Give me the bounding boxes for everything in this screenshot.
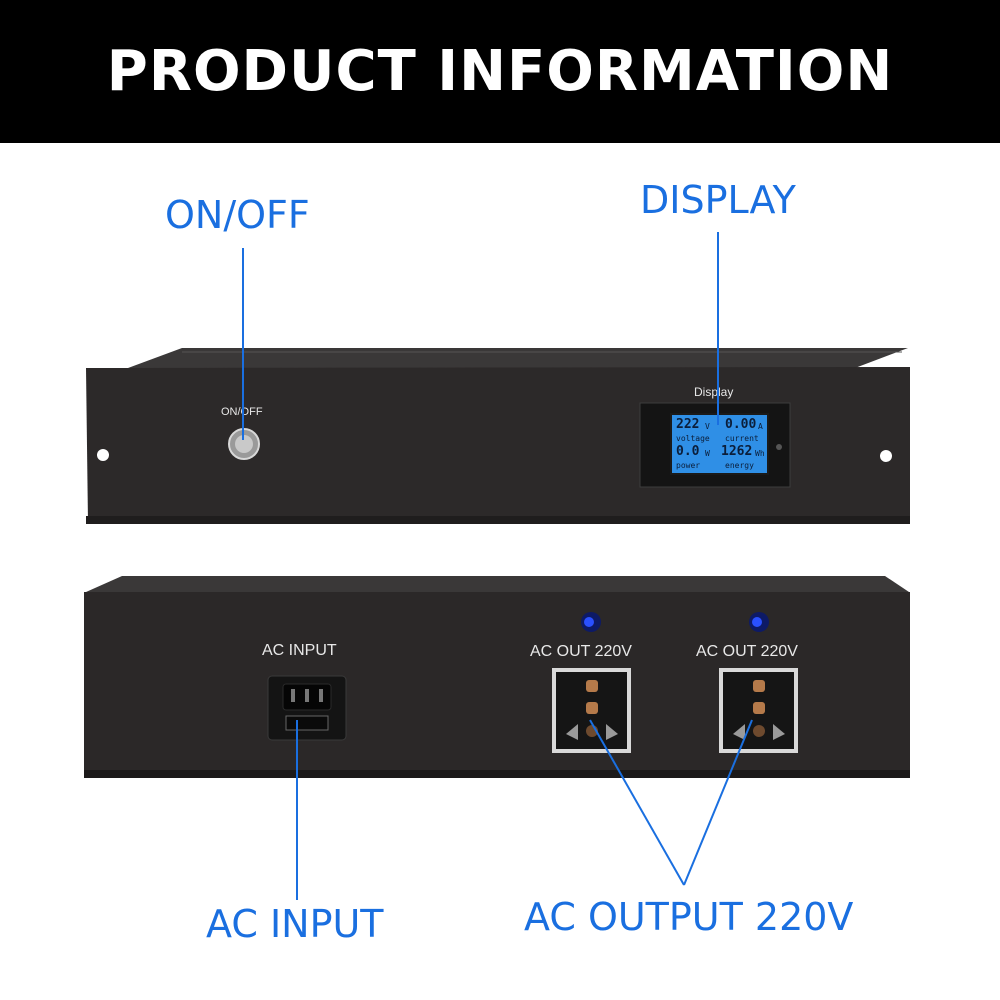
lcd-voltage-value: 222 [676, 417, 700, 432]
rear-ac-out-label-2: AC OUT 220V [696, 643, 798, 660]
callout-ac-input: AC INPUT [206, 902, 384, 946]
lcd-voltage-label: voltage [676, 434, 710, 443]
lcd-energy-label: energy [725, 461, 754, 470]
callout-on-off: ON/OFF [165, 193, 310, 237]
lcd-voltage-unit: V [705, 422, 710, 431]
front-display-label: Display [694, 385, 734, 399]
lcd-current-label: current [725, 434, 759, 443]
callout-ac-output: AC OUTPUT 220V [524, 895, 854, 939]
lcd-energy-unit: Wh [755, 449, 765, 458]
lcd-current-value: 0.00 [725, 417, 757, 432]
lcd-power-label: power [676, 461, 701, 470]
lcd-current-unit: A [758, 422, 763, 431]
rack-hole-right [880, 450, 892, 462]
lcd-power-unit: W [705, 449, 710, 458]
lcd-display: 222 V 0.00 A voltage current 0.0 W 1262 … [670, 413, 769, 475]
callout-display: DISPLAY [640, 178, 796, 222]
header-banner: PRODUCT INFORMATION [0, 0, 1000, 143]
lcd-power-value: 0.0 [676, 444, 700, 459]
rear-unit-top [86, 576, 909, 592]
rack-hole-left [97, 449, 109, 461]
rear-ac-out-label-1: AC OUT 220V [530, 643, 632, 660]
page-title: PRODUCT INFORMATION [106, 39, 894, 104]
lcd-energy-value: 1262 [721, 444, 753, 459]
front-unit-top [128, 348, 908, 368]
rear-ac-input-label: AC INPUT [262, 642, 337, 659]
front-on-off-label: ON/OFF [221, 406, 263, 418]
